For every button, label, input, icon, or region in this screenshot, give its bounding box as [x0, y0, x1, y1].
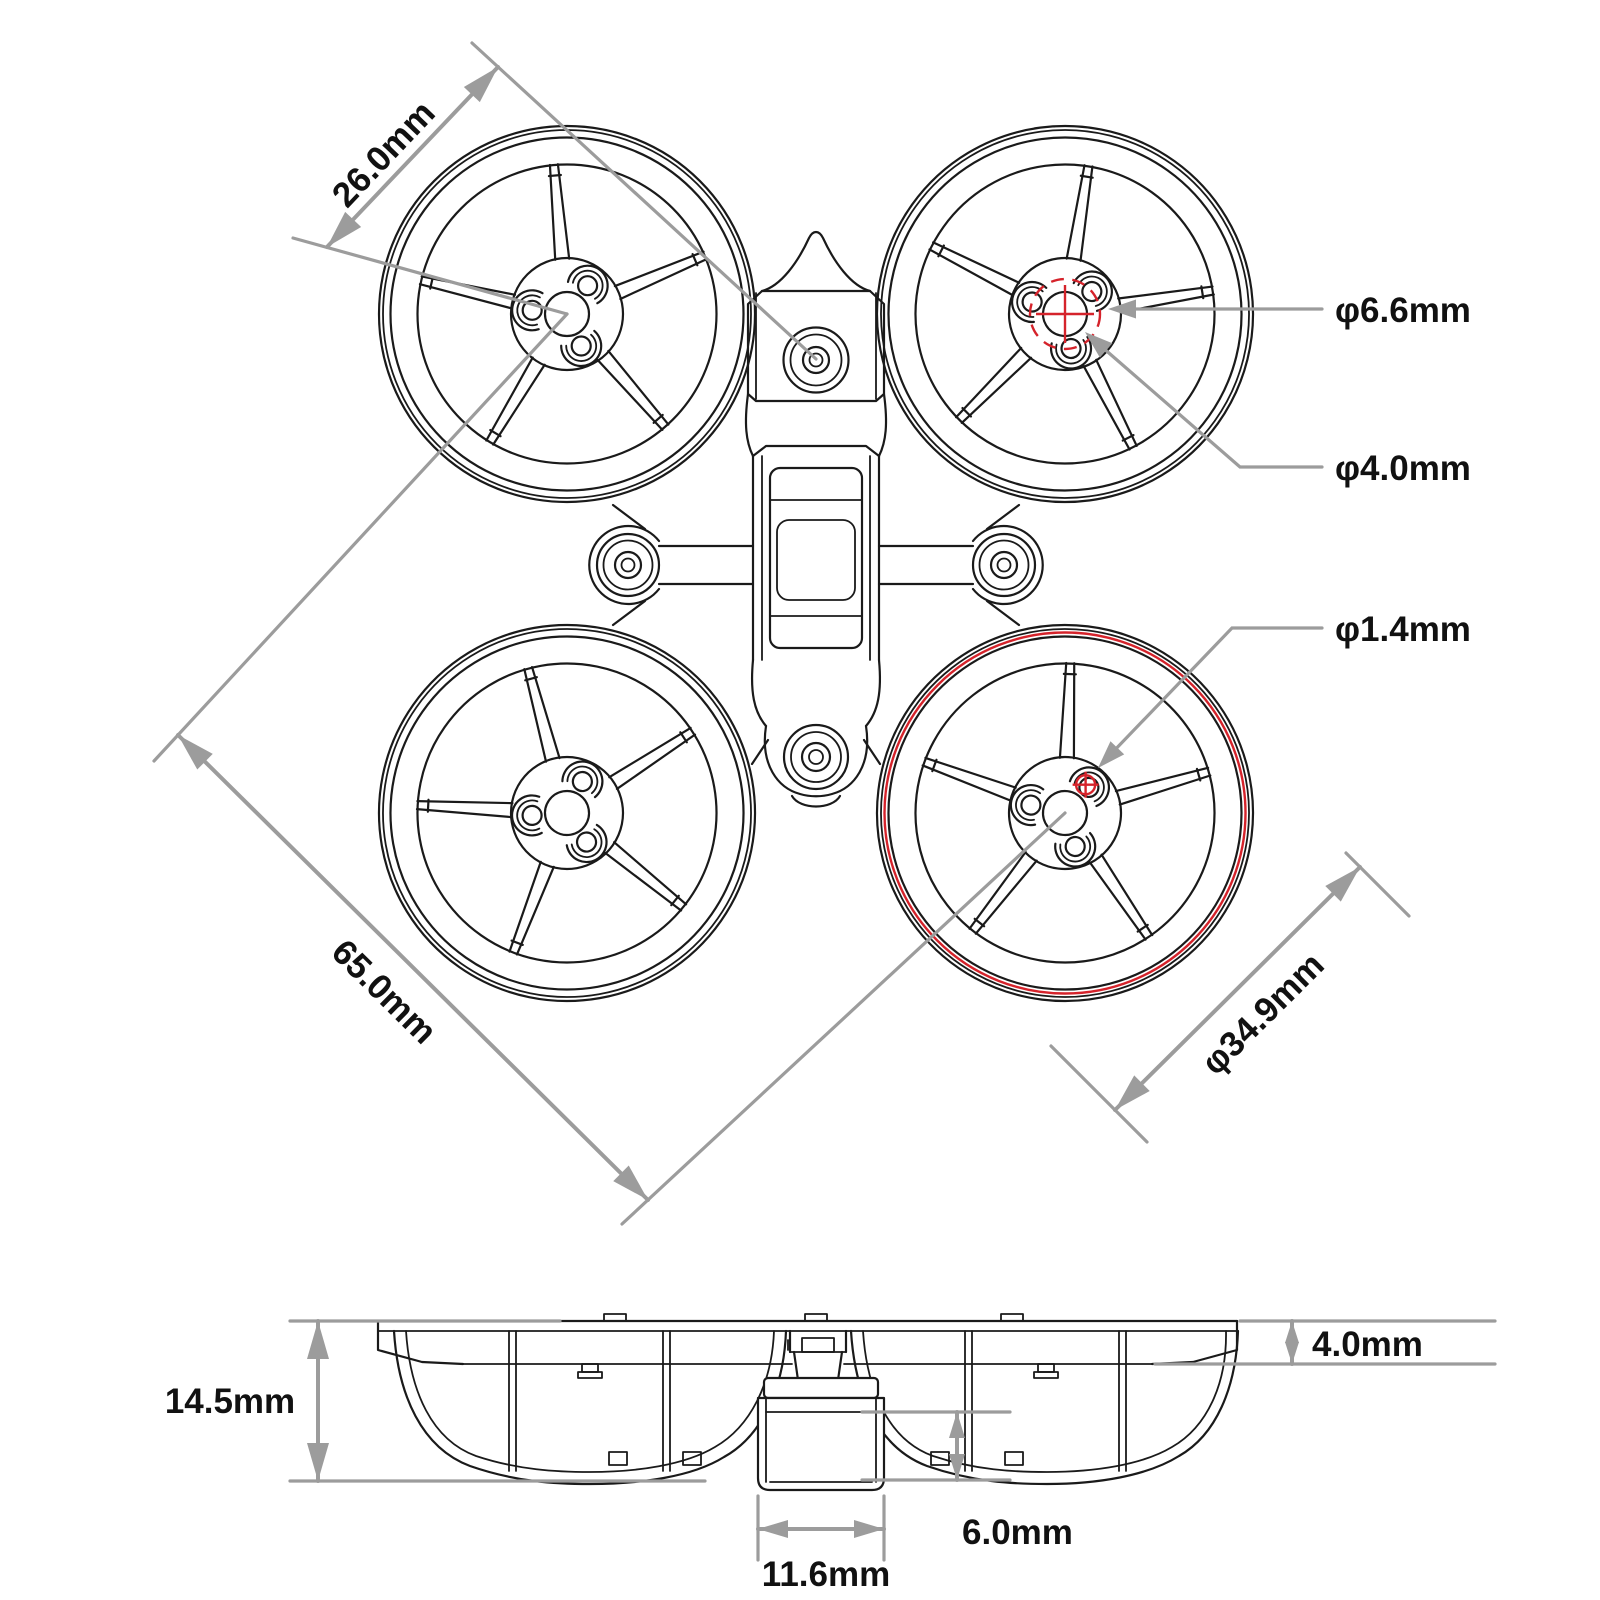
label-6mm-side: 6.0mm	[962, 1513, 1073, 1552]
duct-diameter-highlight	[883, 631, 1247, 995]
camera-side-profile	[787, 1329, 848, 1382]
bolt-circle-highlight	[1028, 277, 1102, 351]
label-4mm-side: 4.0mm	[1312, 1325, 1423, 1364]
frame-body	[588, 230, 1044, 808]
battery-slot	[768, 466, 864, 650]
side-view	[376, 1313, 1240, 1492]
right-duct-side-profile	[849, 1329, 1240, 1486]
battery-holder-side	[756, 1376, 886, 1492]
leader-4-0mm	[1100, 345, 1324, 469]
label-1-4mm: φ1.4mm	[1335, 610, 1471, 649]
dimension-26mm	[291, 41, 818, 361]
camera-nose	[760, 230, 872, 293]
dimension-lines	[152, 41, 1497, 1562]
camera-mount-boss	[782, 326, 850, 394]
label-4-0mm: φ4.0mm	[1335, 449, 1471, 488]
rear-screw-boss	[782, 723, 850, 791]
dimension-34-9mm	[1049, 851, 1411, 1144]
dimension-65mm	[152, 312, 1067, 1226]
leader-1-4mm	[1108, 626, 1324, 757]
duct-bottom-left	[348, 594, 786, 1032]
label-65mm: 65.0mm	[324, 932, 444, 1051]
dimension-14-5mm	[288, 1319, 707, 1483]
label-14-5mm: 14.5mm	[165, 1382, 295, 1421]
label-6-6mm: φ6.6mm	[1335, 291, 1471, 330]
top-view	[348, 85, 1294, 1032]
dimension-labels: 26.0mm 65.0mm φ34.9mm φ6.6mm φ4.0mm φ1.4…	[165, 93, 1471, 1594]
label-11-6mm: 11.6mm	[762, 1555, 890, 1594]
dimension-arrowheads	[178, 67, 1360, 1538]
left-duct-side-profile	[392, 1329, 788, 1486]
left-screw-boss	[588, 503, 755, 627]
highlight-marks	[883, 277, 1247, 995]
right-screw-boss	[877, 503, 1044, 627]
